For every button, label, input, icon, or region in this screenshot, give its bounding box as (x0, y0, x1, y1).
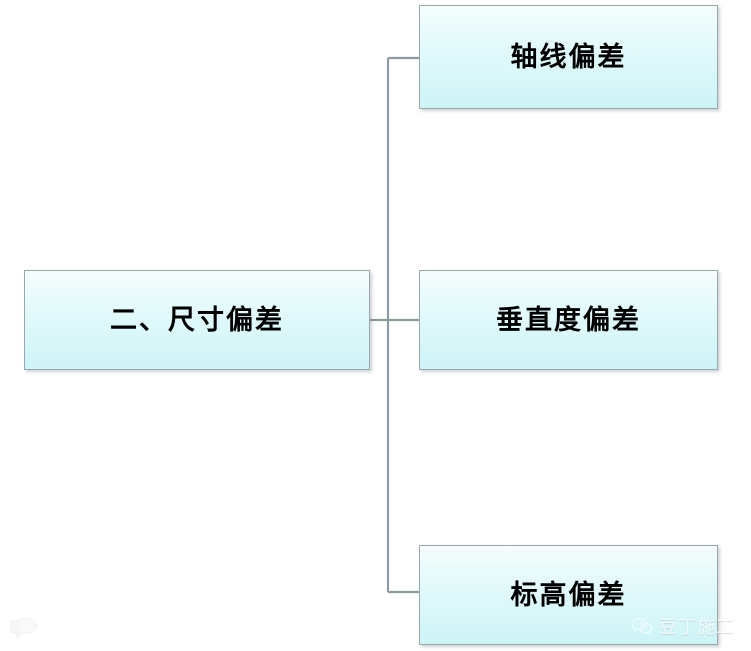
node-axis-deviation-label: 轴线偏差 (510, 41, 627, 72)
node-axis-deviation[interactable]: 轴线偏差 (419, 5, 718, 109)
node-elevation-deviation-label: 标高偏差 (510, 579, 627, 610)
node-root[interactable]: 二、尺寸偏差 (24, 270, 370, 370)
arrow-right-icon (10, 618, 39, 640)
node-verticality-deviation-label: 垂直度偏差 (496, 304, 641, 335)
node-elevation-deviation[interactable]: 标高偏差 (419, 545, 718, 645)
node-verticality-deviation[interactable]: 垂直度偏差 (419, 270, 718, 370)
node-root-label: 二、尺寸偏差 (110, 304, 284, 335)
